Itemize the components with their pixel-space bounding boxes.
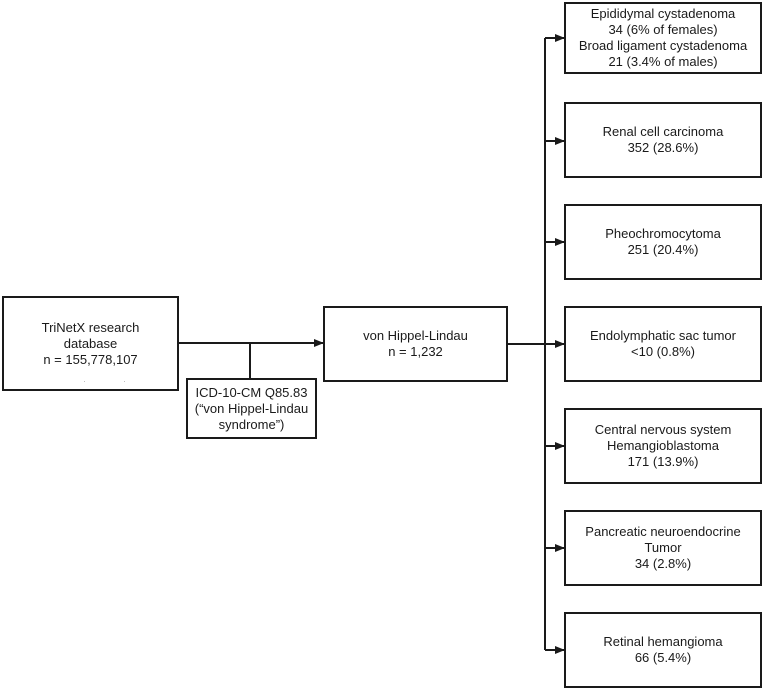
outcome-3-line-1: Pheochromocytoma (605, 226, 721, 241)
source-line-3: n = 155,778,107 (43, 351, 138, 367)
outcome-5-line-2: Hemangioblastoma (606, 438, 719, 453)
outcome-box-pancreatic-neuroendocrine-tumor: Pancreatic neuroendocrine Tumor 34 (2.8%… (564, 510, 762, 586)
cohort-box: von Hippel-Lindau n = 1,232 (323, 306, 508, 382)
outcome-6-line-2: Tumor (644, 540, 682, 555)
outcome-1-line-2: 34 (6% of females) (608, 22, 718, 37)
outcome-box-epididymal-broad-ligament: Epididymal cystadenoma 34 (6% of females… (564, 2, 762, 74)
outcome-box-cns-hemangioblastoma: Central nervous system Hemangioblastoma … (564, 408, 762, 484)
inclusion-criteria-box: ICD-10-CM Q85.83 (“von Hippel-Lindau syn… (186, 378, 317, 439)
cohort-line-1: von Hippel-Lindau (363, 328, 468, 343)
outcome-5-line-3: 171 (13.9%) (627, 454, 699, 469)
outcome-4-line-1: Endolymphatic sac tumor (590, 328, 736, 343)
source-line-1: TriNetX research (41, 319, 140, 335)
outcome-7-line-1: Retinal hemangioma (603, 634, 723, 649)
outcome-1-line-4: 21 (3.4% of males) (608, 54, 718, 69)
outcome-box-renal-cell-carcinoma: Renal cell carcinoma 352 (28.6%) (564, 102, 762, 178)
outcome-6-line-1: Pancreatic neuroendocrine (585, 524, 741, 539)
cohort-line-2: n = 1,232 (388, 344, 443, 359)
outcome-box-retinal-hemangioma: Retinal hemangioma 66 (5.4%) (564, 612, 762, 688)
outcome-1-line-3: Broad ligament cystadenoma (578, 38, 748, 53)
outcome-box-endolymphatic-sac-tumor: Endolymphatic sac tumor <10 (0.8%) (564, 306, 762, 382)
outcome-2-line-1: Renal cell carcinoma (602, 124, 724, 139)
source-database-box: TriNetX research database n = 155,778,10… (2, 296, 179, 391)
source-line-2: database (63, 335, 118, 351)
outcome-2-line-2: 352 (28.6%) (627, 140, 699, 155)
speck-2 (124, 381, 125, 382)
outcome-5-line-1: Central nervous system (594, 422, 732, 437)
outcome-7-line-2: 66 (5.4%) (634, 650, 692, 665)
outcome-4-line-2: <10 (0.8%) (631, 344, 695, 359)
outcome-box-pheochromocytoma: Pheochromocytoma 251 (20.4%) (564, 204, 762, 280)
outcome-3-line-2: 251 (20.4%) (627, 242, 699, 257)
outcome-1-line-1: Epididymal cystadenoma (590, 6, 736, 21)
criteria-line-1: ICD-10-CM Q85.83 (195, 384, 308, 400)
criteria-line-2: (“von Hippel-Lindau (194, 400, 309, 416)
speck-1 (84, 381, 85, 382)
criteria-line-3: syndrome”) (218, 416, 285, 432)
outcome-6-line-3: 34 (2.8%) (634, 556, 692, 571)
